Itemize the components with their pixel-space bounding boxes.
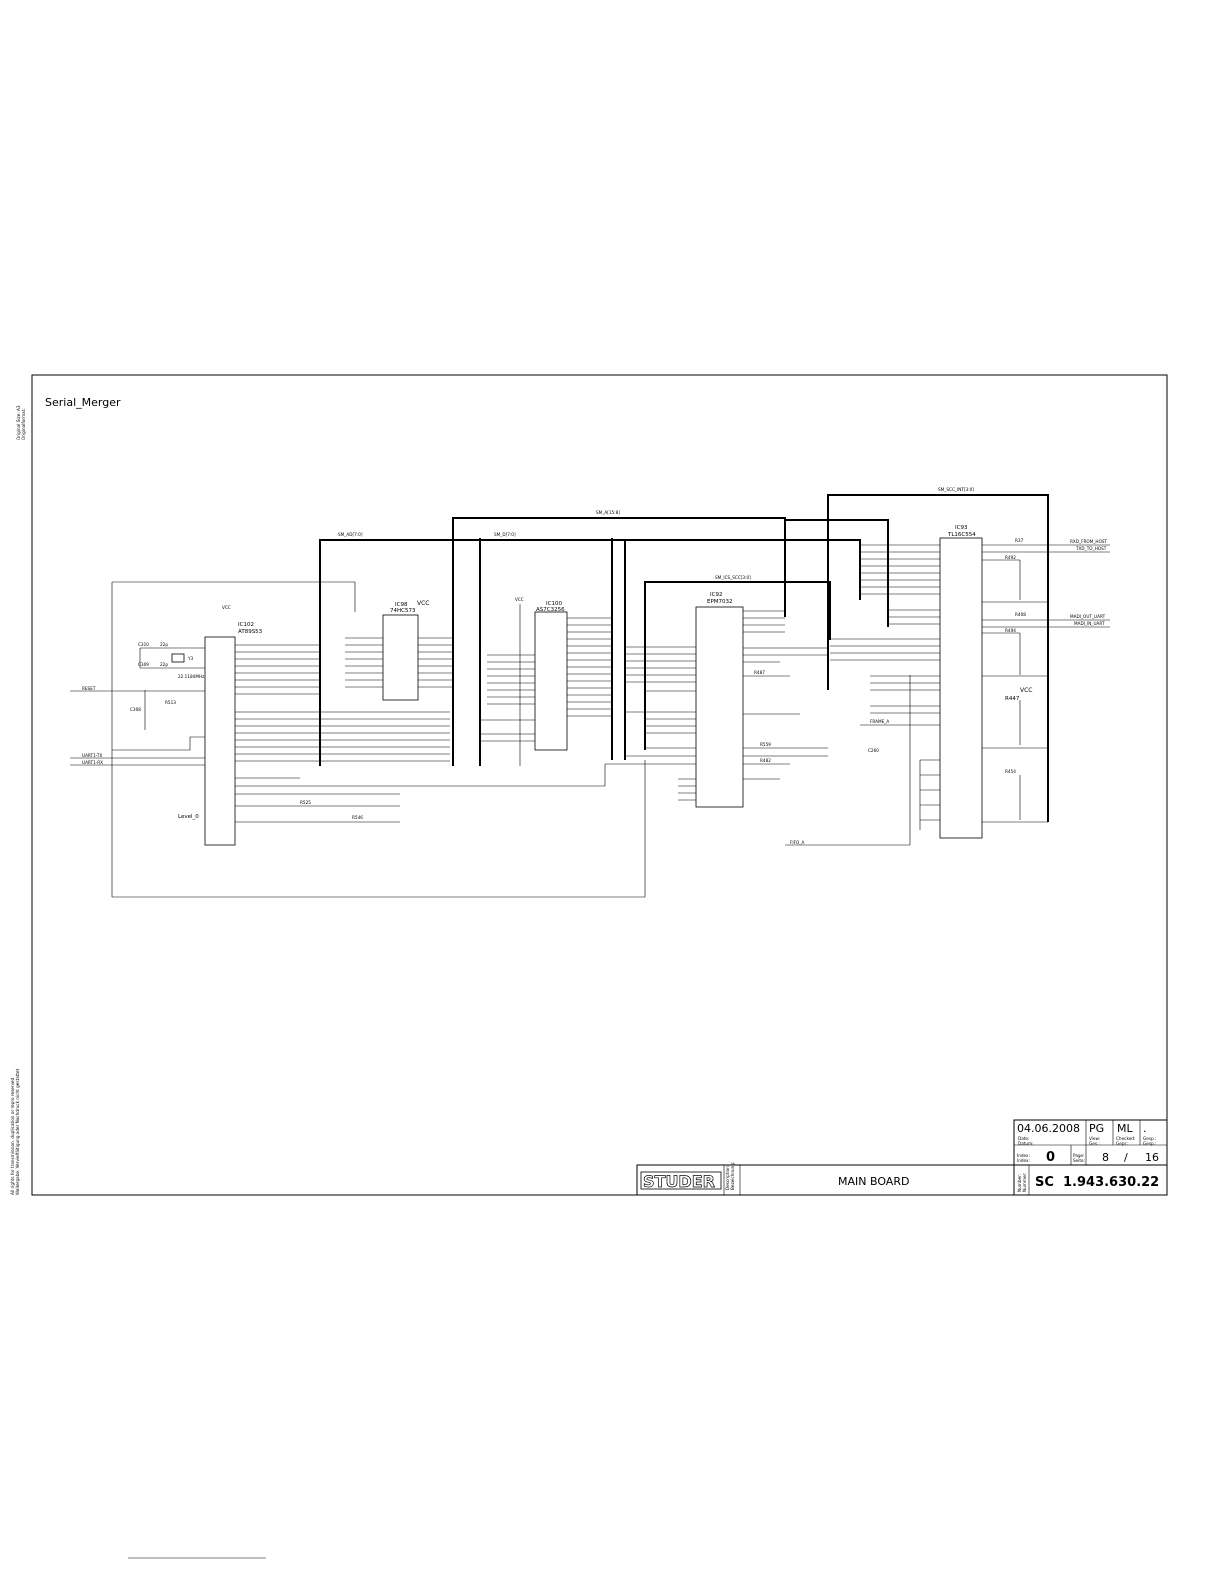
r494-label: R494 — [1005, 628, 1016, 633]
ic102-block: IC102 AT89S53 VCC — [204, 605, 263, 846]
r513-label: R513 — [165, 700, 176, 705]
ic100-block: IC100 AS7C3256 VCC — [480, 597, 612, 766]
crystal-y3 — [171, 653, 185, 663]
tb-slash: / — [1124, 1151, 1128, 1164]
c310-label: C310 — [138, 642, 149, 647]
ic93-block: IC93 TL16C554 VCC — [830, 525, 1110, 839]
reset-label: RESET — [82, 686, 96, 691]
tb-number-prefix: SC — [1035, 1175, 1054, 1190]
ic102-ref: IC102 — [238, 622, 254, 628]
tb-page-label: Page:Seite: — [1073, 1153, 1085, 1163]
tb-date-label: Date:Datum: — [1018, 1136, 1034, 1146]
tb-gesp-label: Gesp.:Gesp.: — [1143, 1136, 1156, 1146]
ic92-body — [695, 606, 744, 808]
ic100-body — [534, 611, 568, 751]
bus-d-label: SM_D[7:0] — [494, 532, 516, 537]
ic98-vcc: VCC — [417, 600, 429, 607]
tb-dot: . — [1143, 1122, 1147, 1135]
tb-date: 04.06.2008 — [1017, 1122, 1080, 1135]
rights-note: All rights for transmission, duplication… — [10, 1068, 20, 1195]
bus-lines — [319, 494, 1049, 822]
level-label: Level_0 — [178, 814, 199, 820]
ic92-part: EPM7032 — [707, 599, 733, 605]
ic102-part: AT89S53 — [238, 629, 263, 635]
tb-description: MAIN BOARD — [838, 1175, 909, 1188]
c309-label: C309 — [138, 662, 149, 667]
studer-logo — [640, 1171, 722, 1190]
r546-label: R546 — [352, 815, 363, 820]
original-size-note: Original Size: A3Originalformat: — [16, 405, 26, 440]
ic102-output-lines — [235, 644, 605, 823]
ic93-part: TL16C554 — [947, 532, 976, 538]
c310-value: 22p — [160, 642, 168, 647]
ic98-body — [382, 614, 419, 701]
r454-label: R454 — [1005, 769, 1016, 774]
uart-rx-label: UART1-RX — [82, 760, 103, 765]
c308-label: C308 — [130, 707, 141, 712]
r37-label: R37 — [1015, 538, 1024, 543]
madi-out-label: MADI_OUT_UART — [1070, 614, 1106, 619]
r447-label: R447 — [1005, 696, 1020, 702]
tb-index-label: Index:Index: — [1017, 1153, 1030, 1163]
studer-logo-text: STUDER — [643, 1172, 715, 1191]
rxd-host-label: RXD_FROM_HOST — [1070, 539, 1108, 544]
tb-author: PG — [1089, 1122, 1104, 1135]
frame-a-label: FRAME_A — [870, 719, 889, 724]
tb-number: 1.943.630.22 — [1063, 1175, 1159, 1190]
ic93-ref: IC93 — [955, 525, 968, 531]
ic102-body — [204, 636, 236, 846]
crystal-circuit: Y3 22.1184MHz C310 C309 22p 22p C308 — [130, 642, 205, 730]
ic100-vcc: VCC — [515, 597, 524, 602]
ic98-block: IC98 74HC573 VCC — [345, 600, 453, 701]
ic92-ref: IC92 — [710, 592, 722, 598]
tb-page: 8 — [1102, 1151, 1109, 1164]
tb-checked-label: Checked:Gepr.: — [1116, 1136, 1135, 1146]
ic93-vcc: VCC — [1020, 687, 1032, 694]
fifo-label: FIFO_A — [790, 840, 804, 845]
ic102-vcc: VCC — [222, 605, 231, 610]
r492-label: R492 — [1005, 555, 1016, 560]
r487-label: R487 — [754, 670, 765, 675]
tb-number-label: Number:Nummer: — [1017, 1172, 1027, 1192]
tb-pages: 16 — [1145, 1151, 1159, 1164]
ic98-ref: IC98 — [395, 602, 408, 608]
uart-tx-label: UART1-TX — [82, 753, 102, 758]
bus-a15-label: SM_A[15:8] — [596, 510, 620, 515]
txd-host-label: TXD_TO_HOST — [1075, 546, 1107, 551]
madi-in-label: MADI_IN_UART — [1074, 621, 1105, 626]
ic92-block: IC92 EPM7032 — [604, 592, 828, 808]
ic100-part: AS7C3256 — [536, 607, 565, 613]
sheet-title: Serial_Merger — [45, 396, 121, 409]
c309-value: 22p — [160, 662, 168, 667]
crystal-freq: 22.1184MHz — [178, 674, 205, 679]
r559-label: R559 — [760, 742, 771, 747]
tb-checked: ML — [1117, 1122, 1133, 1135]
drawing-frame — [31, 374, 1168, 1196]
r408-label: R408 — [1015, 612, 1026, 617]
ic100-ref: IC100 — [546, 601, 562, 607]
tb-desc-label: Description:Bezeichnung: — [725, 1162, 735, 1190]
ic93-body — [939, 537, 983, 839]
title-block: 04.06.2008 PG ML . Date:Datum: View:Ges.… — [636, 1119, 1168, 1196]
bus-cs-label: SM_ICS_SCC[3:0] — [715, 575, 751, 580]
r525-label: R525 — [300, 800, 311, 805]
tb-index: 0 — [1046, 1150, 1055, 1165]
r482-label: R482 — [760, 758, 771, 763]
crystal-ref: Y3 — [187, 656, 194, 661]
ic98-part: 74HC573 — [390, 608, 416, 614]
bus-int-label: SM_SCC_INT[3:0] — [938, 487, 974, 492]
bus-ad-label: SM_AD[7:0] — [338, 532, 363, 537]
tb-view-label: View:Ges.: — [1089, 1136, 1100, 1146]
c260-label: C260 — [868, 748, 879, 753]
